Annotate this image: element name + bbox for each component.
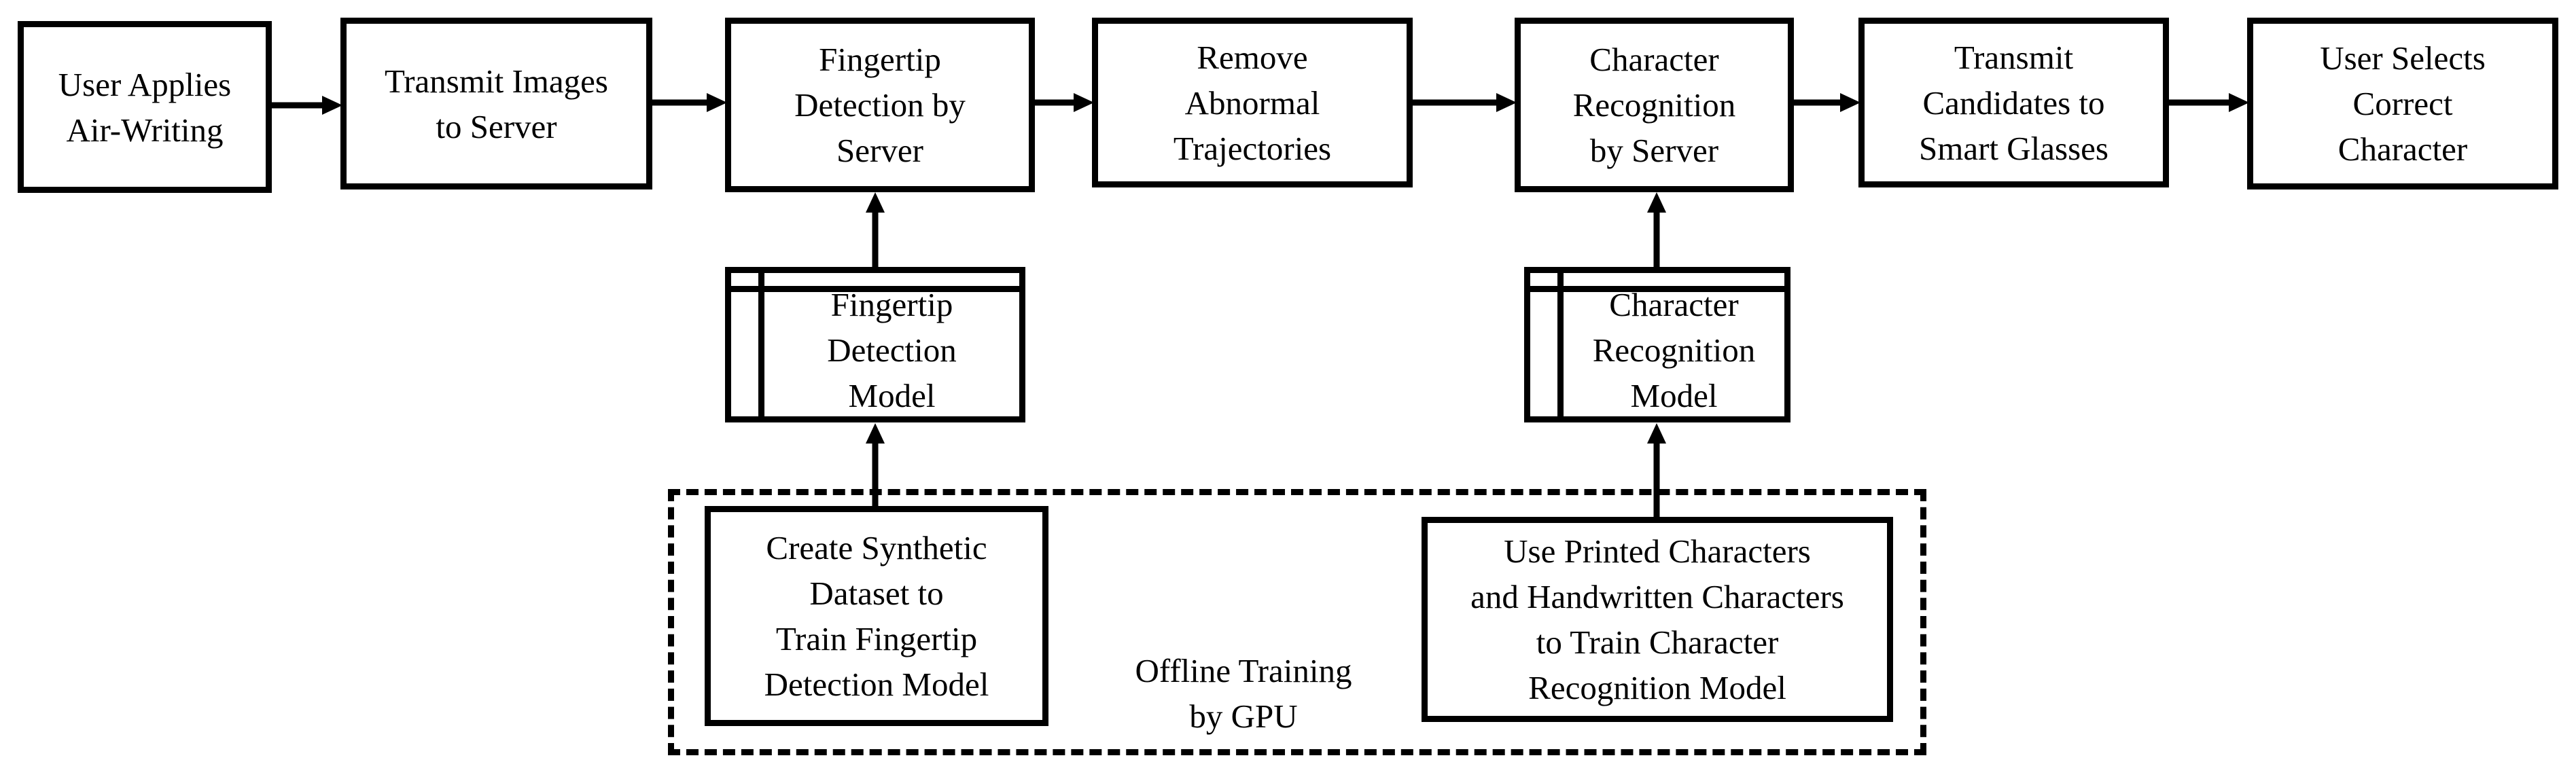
arrowhead-up — [1647, 423, 1666, 444]
create-synthetic-dataset-label: Create Synthetic Dataset to Train Finger… — [764, 529, 989, 703]
transmit-images-box: Transmit Images to Server — [340, 18, 652, 189]
user-applies-air-writing-box: User Applies Air-Writing — [18, 21, 272, 193]
remove-abnormal-trajectories-label: Remove Abnormal Trajectories — [1173, 38, 1332, 167]
arrowhead-right — [2229, 93, 2249, 112]
arrowhead-up — [1647, 192, 1666, 213]
character-recognition-by-server-label: Character Recognition by Server — [1572, 41, 1736, 169]
fingertip-detection-by-server-box: Fingertip Detection by Server — [725, 18, 1035, 192]
transmit-candidates-box: Transmit Candidates to Smart Glasses — [1858, 18, 2169, 187]
character-recognition-by-server-box: Character Recognition by Server — [1515, 18, 1794, 192]
transmit-images-label: Transmit Images to Server — [385, 62, 608, 145]
user-applies-air-writing-label: User Applies Air-Writing — [58, 65, 232, 149]
create-synthetic-dataset-box: Create Synthetic Dataset to Train Finger… — [705, 506, 1048, 726]
fingertip-detection-model-text: Fingertip Detection Model — [764, 283, 1019, 416]
arrowhead-right — [1074, 93, 1094, 112]
model-box-top-bar — [1530, 286, 1784, 292]
transmit-candidates-label: Transmit Candidates to Smart Glasses — [1919, 38, 2109, 167]
arrowhead-right — [1496, 93, 1517, 112]
offline-training-label: Offline Training by GPU — [1135, 652, 1352, 735]
user-selects-correct-character-label: User Selects Correct Character — [2320, 39, 2486, 168]
user-selects-correct-character-box: User Selects Correct Character — [2247, 18, 2558, 189]
offline-training-region — [668, 489, 1926, 755]
fingertip-detection-model-box: Fingertip Detection Model — [725, 267, 1025, 422]
use-printed-handwritten-characters-box: Use Printed Characters and Handwritten C… — [1422, 517, 1893, 722]
arrowhead-right — [707, 93, 727, 112]
model-box-side-bar — [758, 273, 764, 416]
arrowhead-right — [1840, 93, 1860, 112]
arrowhead-right — [322, 96, 342, 115]
remove-abnormal-trajectories-box: Remove Abnormal Trajectories — [1092, 18, 1413, 187]
character-recognition-model-text: Character Recognition Model — [1564, 283, 1784, 416]
fingertip-detection-model-label: Fingertip Detection Model — [827, 285, 957, 414]
arrowhead-up — [866, 423, 885, 444]
character-recognition-model-box: Character Recognition Model — [1524, 267, 1790, 422]
model-box-top-bar — [731, 286, 1019, 292]
arrowhead-up — [866, 192, 885, 213]
character-recognition-model-label: Character Recognition Model — [1592, 285, 1756, 414]
fingertip-detection-by-server-label: Fingertip Detection by Server — [794, 41, 966, 169]
model-box-side-bar — [1557, 273, 1564, 416]
use-printed-handwritten-characters-label: Use Printed Characters and Handwritten C… — [1470, 532, 1844, 706]
